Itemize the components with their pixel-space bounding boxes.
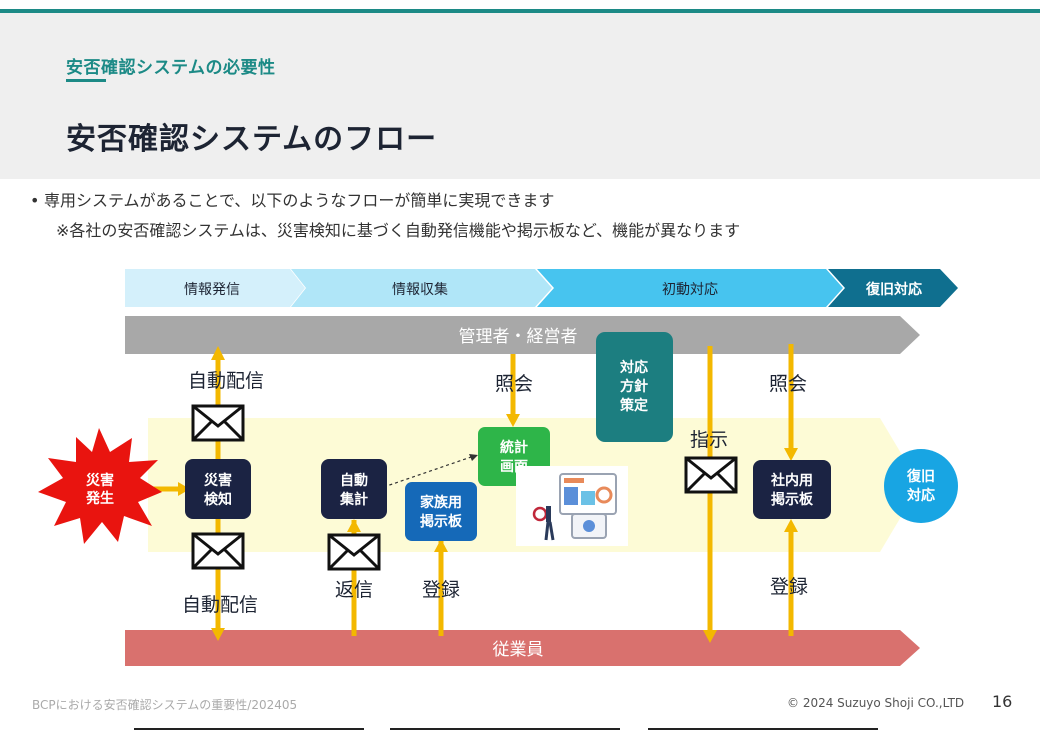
- node-recovery-label-2: 対応: [906, 487, 935, 504]
- node-policy-label-3: 策定: [619, 397, 648, 414]
- phase-chevron-4: [828, 269, 958, 307]
- phase-chevron-2: [291, 269, 552, 307]
- node-family-board: [405, 482, 477, 541]
- disaster-label-2: 発生: [85, 490, 114, 507]
- label-register-2: 登録: [770, 576, 808, 598]
- envelope-icon: [191, 404, 245, 442]
- bullet-label: 専用システムがあることで、以下のようなフローが簡単に実現できます: [44, 191, 555, 210]
- label-instruction: 指示: [690, 429, 728, 451]
- envelope-icon: [191, 532, 245, 570]
- node-internal-board-label-2: 掲示板: [771, 491, 814, 508]
- node-aggregate: [321, 459, 387, 519]
- label-inquiry-2: 照会: [769, 373, 807, 395]
- node-policy: [596, 332, 673, 442]
- envelope-icon: [327, 533, 381, 571]
- section-title: 安否確認システムの必要性: [66, 58, 276, 78]
- footer-line-3: [648, 728, 878, 730]
- footer-line-1: [134, 728, 364, 730]
- node-recovery-label-1: 復旧: [906, 468, 935, 485]
- node-family-board-label-2: 掲示板: [420, 513, 463, 530]
- footer-copyright: © 2024 Suzuyo Shoji CO.,LTD: [787, 696, 965, 710]
- node-policy-label-1: 対応: [619, 359, 648, 376]
- node-recovery: [884, 449, 958, 523]
- node-detect: [185, 459, 251, 519]
- dashboard-illustration-icon: [516, 466, 628, 546]
- node-internal-board: [753, 460, 831, 519]
- node-detect-label-1: 災害: [204, 472, 232, 489]
- node-aggregate-label-2: 集計: [339, 491, 368, 508]
- phase-chevron-1: [125, 269, 305, 307]
- bullet-text: •専用システムがあることで、以下のようなフローが簡単に実現できます: [30, 187, 554, 211]
- note-text: ※各社の安否確認システムは、災害検知に基づく自動発信機能や掲示板など、機能が異な…: [56, 221, 741, 240]
- top-accent-line: [0, 9, 1040, 13]
- node-policy-label-2: 方針: [620, 378, 648, 395]
- lane-managers-label: 管理者・経営者: [459, 327, 578, 347]
- footer-line-2: [390, 728, 620, 730]
- disaster-label-1: 災害: [86, 472, 114, 489]
- header-band: [0, 13, 1040, 179]
- lane-employees: [125, 630, 920, 666]
- page-number: 16: [992, 692, 1013, 711]
- label-auto-send-top: 自動配信: [188, 370, 264, 392]
- label-auto-send-bottom: 自動配信: [182, 594, 258, 616]
- node-internal-board-label-1: 社内用: [770, 472, 813, 489]
- label-register-1: 登録: [422, 579, 460, 601]
- footer: [0, 672, 1040, 736]
- footer-doc-title: BCPにおける安否確認システムの重要性/202405: [32, 698, 298, 712]
- node-family-board-label-1: 家族用: [420, 494, 462, 511]
- node-stats-label-1: 統計: [500, 439, 528, 456]
- page-title: 安否確認システムのフロー: [66, 122, 438, 157]
- label-reply: 返信: [335, 579, 373, 601]
- dashed-link: [377, 455, 475, 490]
- lane-managers: [125, 316, 920, 354]
- phase-label-4: 復旧対応: [865, 281, 922, 298]
- node-aggregate-label-1: 自動: [340, 472, 368, 489]
- phase-label-1: 情報発信: [184, 282, 240, 298]
- disaster-burst-icon: [38, 428, 162, 544]
- dashed-link-head: [469, 454, 478, 461]
- phase-label-2: 情報収集: [392, 281, 448, 298]
- arrow-heads: [178, 346, 798, 643]
- phase-chevron-3: [537, 269, 843, 307]
- node-detect-label-2: 検知: [204, 491, 232, 508]
- bullet-dot: •: [30, 191, 40, 210]
- phase-label-3: 初動対応: [662, 281, 718, 298]
- envelope-icon: [684, 456, 738, 494]
- label-inquiry-1: 照会: [495, 373, 533, 395]
- lane-employees-label: 従業員: [493, 640, 544, 660]
- section-underline: [66, 79, 106, 82]
